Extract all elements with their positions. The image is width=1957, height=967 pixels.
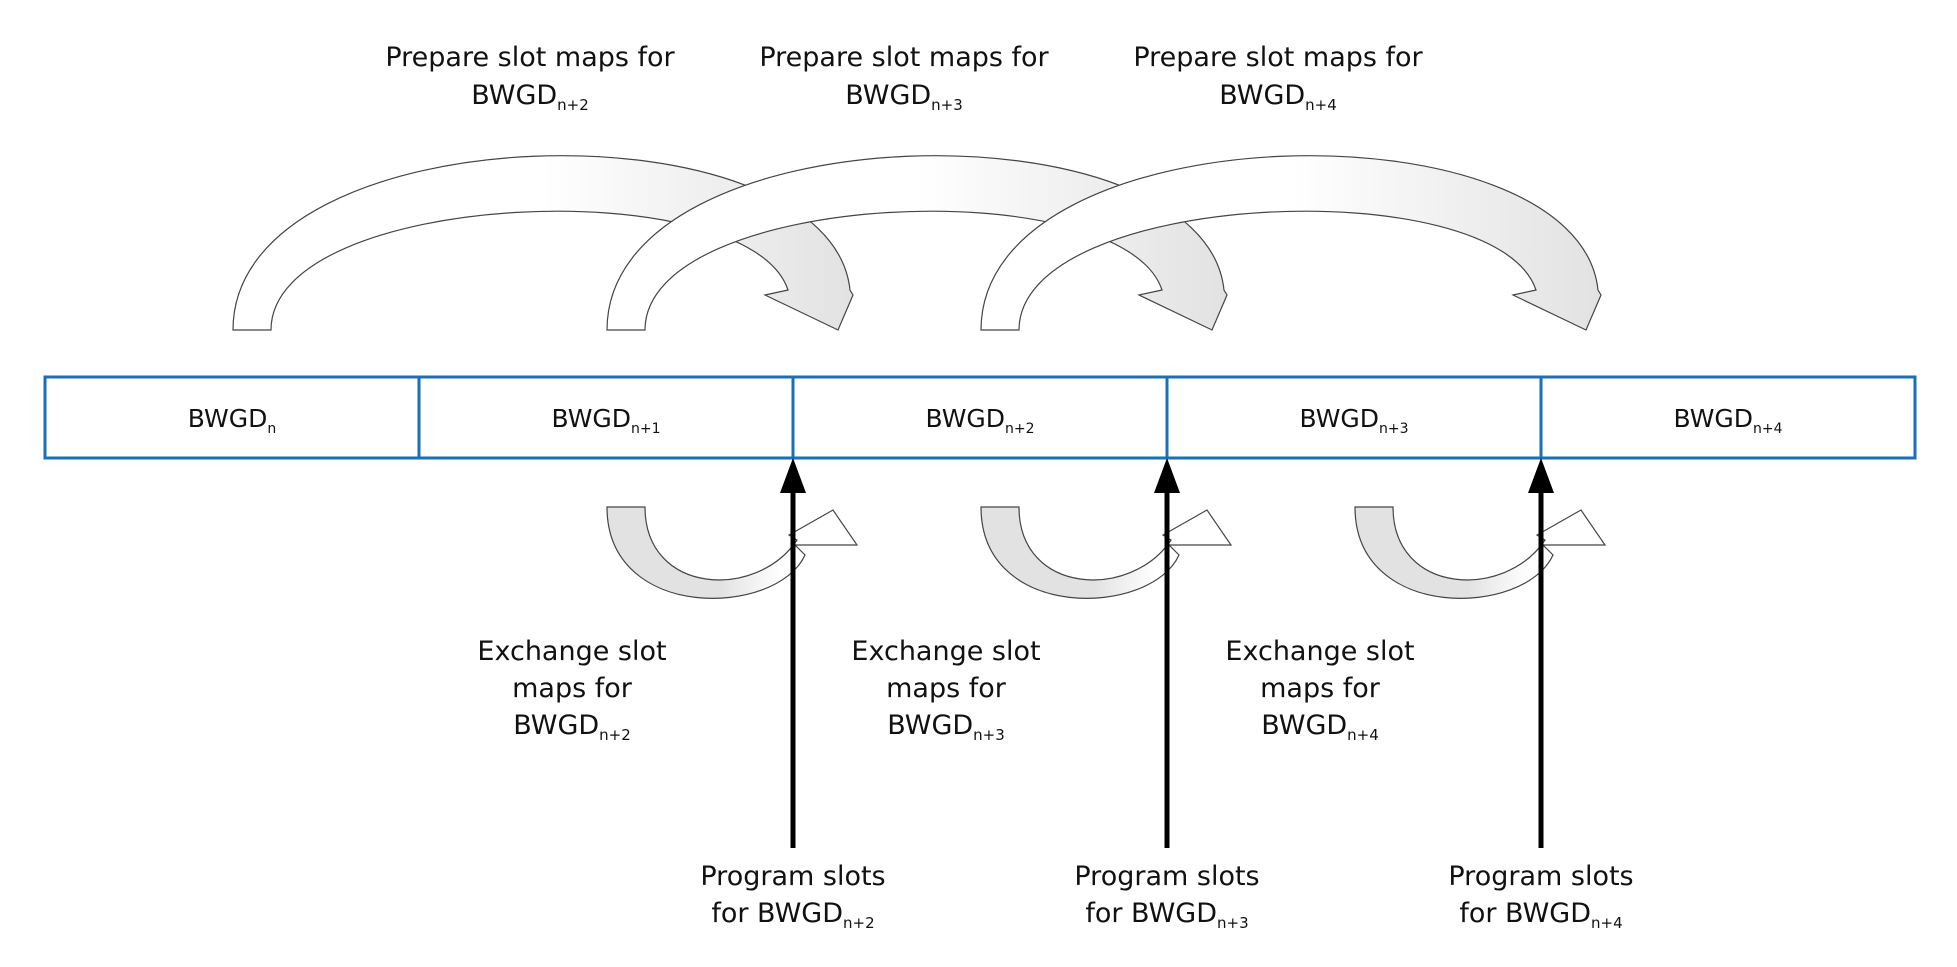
svg-text:BWGDn+2: BWGDn+2 [513, 710, 631, 744]
prepare-label-2-sub: n+3 [931, 96, 963, 114]
prepare-label-3-name: BWGD [1219, 80, 1305, 111]
program-label-2-sub: n+3 [1217, 914, 1249, 932]
program-arrow-1 [780, 458, 806, 848]
program-label-2-prefix: for [1085, 898, 1131, 929]
program-label-2: Program slots for BWGDn+3 [1074, 861, 1259, 932]
svg-text:BWGDn+2: BWGDn+2 [471, 80, 589, 114]
prepare-arrows [232, 155, 1602, 331]
svg-text:for BWGDn+3: for BWGDn+3 [1085, 898, 1248, 932]
exchange-label-2-line1: Exchange slot [851, 636, 1040, 667]
svg-text:BWGDn+3: BWGDn+3 [845, 80, 963, 114]
prepare-label-1-sub: n+2 [557, 96, 589, 114]
prepare-label-3-line1: Prepare slot maps for [1133, 42, 1423, 73]
prepare-label-1: Prepare slot maps for BWGDn+2 [385, 42, 675, 114]
prepare-arrow-2 [606, 155, 1228, 331]
exchange-label-3: Exchange slot maps for BWGDn+4 [1225, 636, 1414, 744]
program-label-3-name: BWGD [1505, 898, 1591, 929]
program-arrow-3 [1528, 458, 1554, 848]
program-label-1-sub: n+2 [843, 914, 875, 932]
exchange-label-2-sub: n+3 [973, 726, 1005, 744]
exchange-arrows [606, 506, 1607, 599]
program-label-3: Program slots for BWGDn+4 [1448, 861, 1633, 932]
svg-text:BWGDn+4: BWGDn+4 [1261, 710, 1379, 744]
exchange-label-1: Exchange slot maps for BWGDn+2 [477, 636, 666, 744]
program-label-1-prefix: for [711, 898, 757, 929]
prepare-label-2-line1: Prepare slot maps for [759, 42, 1049, 73]
timeline-cell-4: BWGDn+3 [1299, 404, 1408, 437]
program-label-3-sub: n+4 [1591, 914, 1623, 932]
exchange-label-3-line2: maps for [1260, 673, 1381, 704]
svg-text:for BWGDn+4: for BWGDn+4 [1459, 898, 1622, 932]
program-label-2-name: BWGD [1131, 898, 1217, 929]
program-labels: Program slots for BWGDn+2 Program slots … [700, 861, 1633, 932]
program-label-2-line1: Program slots [1074, 861, 1259, 892]
timeline-cell-5: BWGDn+4 [1673, 404, 1782, 437]
exchange-label-3-sub: n+4 [1347, 726, 1379, 744]
exchange-arrow-2 [980, 506, 1233, 599]
program-label-1-name: BWGD [757, 898, 843, 929]
program-arrows [780, 458, 1554, 848]
prepare-labels: Prepare slot maps for BWGDn+2 Prepare sl… [385, 42, 1423, 114]
prepare-label-3: Prepare slot maps for BWGDn+4 [1133, 42, 1423, 114]
prepare-label-1-name: BWGD [471, 80, 557, 111]
program-label-1: Program slots for BWGDn+2 [700, 861, 885, 932]
timeline: BWGDn BWGDn+1 BWGDn+2 BWGDn+3 BWGDn+4 [43, 375, 1917, 460]
timeline-cell-1: BWGDn [188, 404, 276, 437]
prepare-label-2: Prepare slot maps for BWGDn+3 [759, 42, 1049, 114]
exchange-label-3-name: BWGD [1261, 710, 1347, 741]
exchange-label-2-name: BWGD [887, 710, 973, 741]
timeline-cell-3: BWGDn+2 [925, 404, 1034, 437]
exchange-arrow-3 [1354, 506, 1607, 599]
svg-text:BWGDn+4: BWGDn+4 [1219, 80, 1337, 114]
program-label-1-line1: Program slots [700, 861, 885, 892]
exchange-label-1-name: BWGD [513, 710, 599, 741]
program-label-3-line1: Program slots [1448, 861, 1633, 892]
exchange-label-1-sub: n+2 [599, 726, 631, 744]
prepare-arrow-3 [980, 155, 1602, 331]
program-label-3-prefix: for [1459, 898, 1505, 929]
svg-text:for BWGDn+2: for BWGDn+2 [711, 898, 874, 932]
timeline-cell-2: BWGDn+1 [551, 404, 660, 437]
svg-text:BWGDn+3: BWGDn+3 [887, 710, 1005, 744]
exchange-label-1-line2: maps for [512, 673, 633, 704]
timeline-frame [43, 375, 1917, 460]
exchange-arrow-1 [606, 506, 859, 599]
exchange-labels: Exchange slot maps for BWGDn+2 Exchange … [477, 636, 1414, 744]
exchange-label-3-line1: Exchange slot [1225, 636, 1414, 667]
exchange-label-1-line1: Exchange slot [477, 636, 666, 667]
prepare-label-3-sub: n+4 [1305, 96, 1337, 114]
exchange-label-2: Exchange slot maps for BWGDn+3 [851, 636, 1040, 744]
prepare-label-2-name: BWGD [845, 80, 931, 111]
exchange-label-2-line2: maps for [886, 673, 1007, 704]
prepare-arrow-1 [232, 155, 854, 331]
prepare-label-1-line1: Prepare slot maps for [385, 42, 675, 73]
program-arrow-2 [1154, 458, 1180, 848]
